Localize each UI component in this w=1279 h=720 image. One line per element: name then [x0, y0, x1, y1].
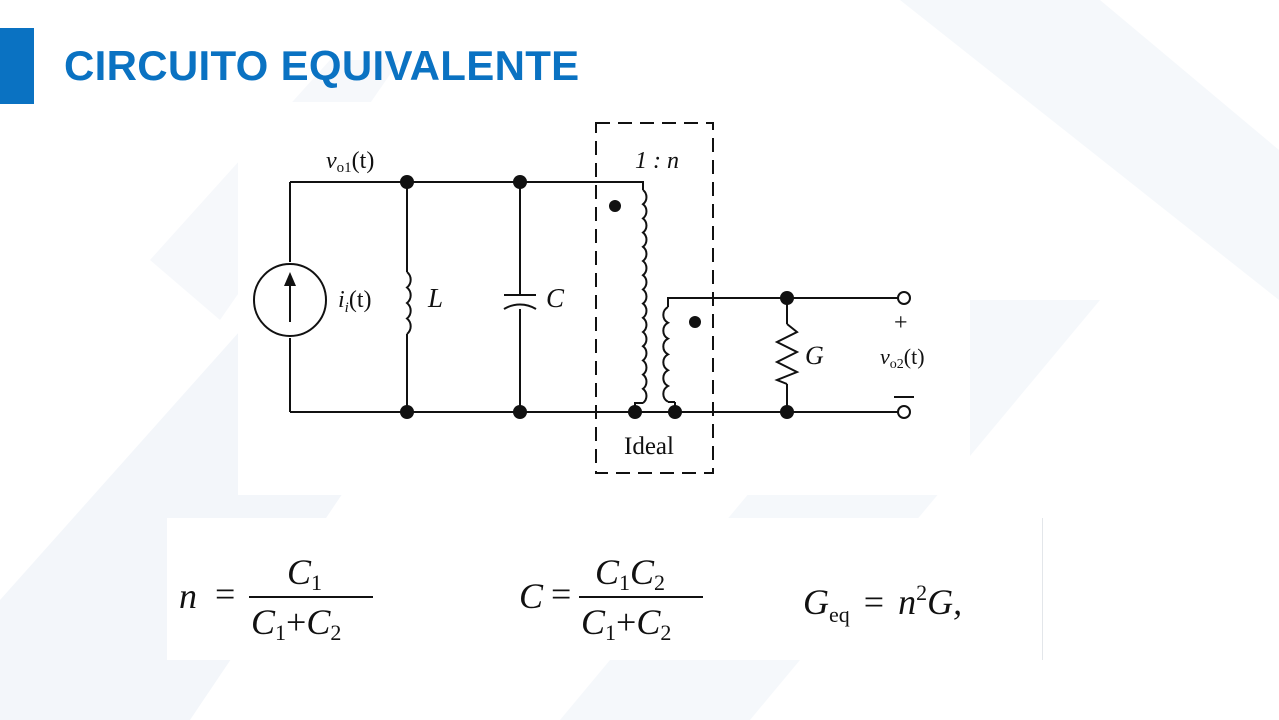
output-terminal-negative — [897, 405, 911, 419]
node-top-capacitor — [513, 175, 527, 189]
inductor-label: L — [427, 283, 443, 313]
capacitor-plate-bottom — [503, 303, 537, 310]
node-bottom-primary — [628, 405, 642, 419]
node-top-resistor — [780, 291, 794, 305]
primary-polarity-dot — [609, 200, 621, 212]
title-accent-bar — [0, 28, 34, 104]
current-arrow-head — [284, 272, 296, 286]
circuit-diagram: vo1(t) ii(t) L C 1 : n Ideal G + vo2(t) — [238, 102, 970, 495]
output-terminal-positive — [897, 291, 911, 305]
secondary-polarity-dot — [689, 316, 701, 328]
ideal-label: Ideal — [624, 433, 674, 460]
output-voltage-label: vo2(t) — [880, 344, 925, 372]
source-current-label: ii(t) — [338, 287, 372, 316]
wire-primary-top — [633, 181, 644, 190]
current-source-symbol — [253, 263, 327, 337]
slide-title: CIRCUITO EQUIVALENTE — [64, 42, 580, 89]
node-bottom-secondary — [668, 405, 682, 419]
turns-ratio-label: 1 : n — [635, 148, 679, 174]
formula-c-numerator: C1C2 — [595, 552, 665, 595]
ideal-transformer-box — [595, 122, 714, 474]
inductor-symbol — [405, 271, 412, 335]
node-top-inductor — [400, 175, 414, 189]
formula-svg: n = C1 C1+C2 C = C1C2 C1+C2 Geq=n2G, — [179, 552, 962, 645]
capacitor-label: C — [546, 283, 565, 313]
transformer-secondary-coil — [662, 306, 675, 403]
node-bottom-inductor — [400, 405, 414, 419]
node-bottom-capacitor — [513, 405, 527, 419]
node-bottom-resistor — [780, 405, 794, 419]
formula-n-denominator: C1+C2 — [251, 602, 341, 645]
formula-n-numerator: C1 — [287, 552, 322, 595]
formula-geq: Geq=n2G, — [803, 580, 962, 627]
node-voltage-label: vo1(t) — [326, 148, 374, 176]
formula-c-denominator: C1+C2 — [581, 602, 671, 645]
formula-c-equals: = — [551, 574, 571, 614]
wire-secondary-top — [667, 297, 898, 307]
transformer-primary-coil — [635, 189, 648, 404]
formula-n-lhs: n — [179, 576, 197, 616]
formula-n-equals: = — [215, 574, 235, 614]
circuit-svg: vo1(t) ii(t) L C 1 : n Ideal G + vo2(t) — [253, 122, 925, 474]
formula-panel: n = C1 C1+C2 C = C1C2 C1+C2 Geq=n2G, — [167, 518, 1043, 660]
formula-c-lhs: C — [519, 576, 544, 616]
conductance-resistor-symbol — [774, 323, 800, 385]
plus-label: + — [894, 310, 908, 336]
conductance-label: G — [805, 341, 824, 370]
